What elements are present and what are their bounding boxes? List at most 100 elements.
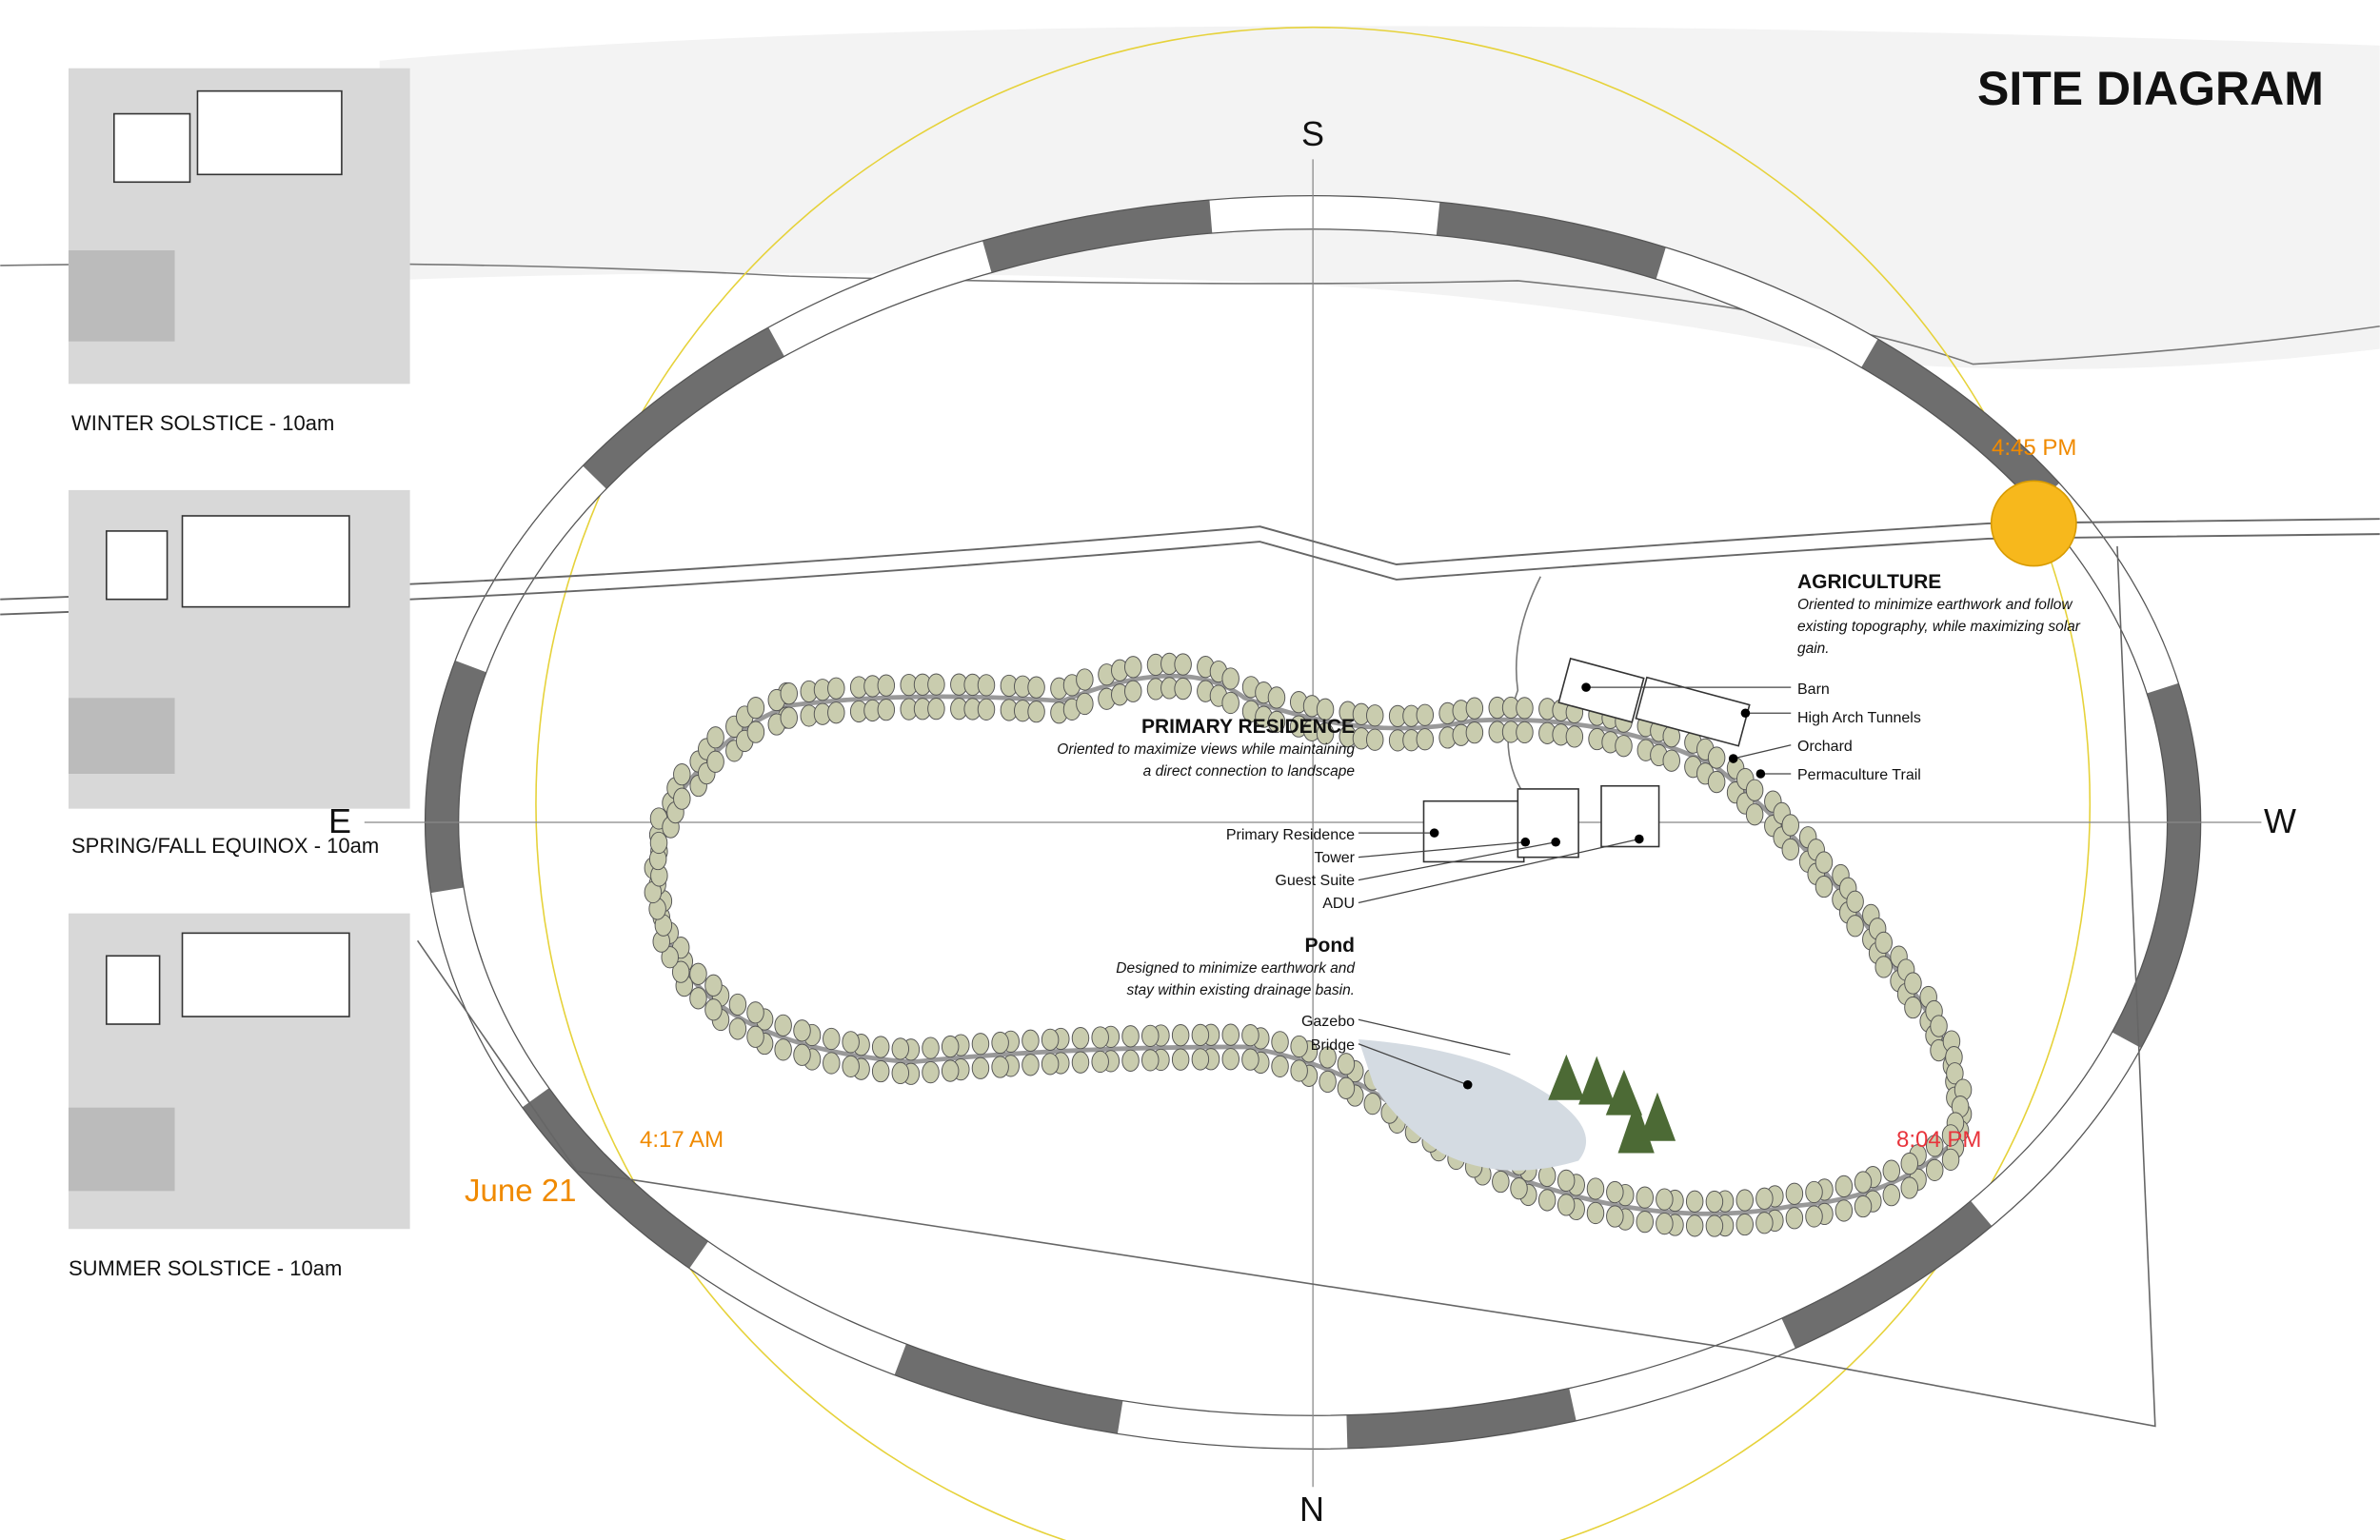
tree-icon xyxy=(1781,814,1800,837)
page-title: SITE DIAGRAM xyxy=(1977,62,2324,115)
tree-icon xyxy=(671,960,690,983)
tree-icon xyxy=(1121,1049,1140,1072)
tree-icon xyxy=(793,1043,811,1066)
tree-icon xyxy=(1124,656,1142,679)
agriculture-heading: AGRICULTURE xyxy=(1797,571,1942,593)
tree-icon xyxy=(1241,1024,1259,1047)
tree-icon xyxy=(1705,1214,1724,1237)
tree-icon xyxy=(891,1061,910,1085)
tree-icon xyxy=(704,998,723,1021)
tree-icon xyxy=(1241,1048,1259,1071)
tree-icon xyxy=(977,674,996,697)
tree-icon xyxy=(706,750,724,773)
label-orchard: Orchard xyxy=(1797,739,1853,755)
tree-icon xyxy=(1707,746,1726,769)
tree-icon xyxy=(1557,1169,1576,1193)
tree-icon xyxy=(649,831,668,855)
tree-icon xyxy=(827,701,845,724)
primary-heading: PRIMARY RESIDENCE xyxy=(1140,716,1355,738)
thumbnail-caption: SUMMER SOLSTICE - 10am xyxy=(69,1256,343,1280)
tree-icon xyxy=(877,699,896,721)
tree-icon xyxy=(991,1031,1009,1055)
tree-icon xyxy=(1854,1171,1873,1194)
pond xyxy=(1358,1038,1587,1171)
tree-icon xyxy=(877,674,896,697)
tree-icon xyxy=(1337,1076,1356,1099)
guest-suite-building xyxy=(1600,784,1660,848)
road-edge xyxy=(0,533,2380,616)
tree-icon xyxy=(971,1056,990,1079)
tree-icon xyxy=(774,1014,792,1037)
compass-east: E xyxy=(328,801,352,840)
tree-icon xyxy=(927,697,945,721)
tree-icon xyxy=(1041,1053,1060,1076)
tree-icon xyxy=(922,1060,940,1084)
tree-icon xyxy=(1267,686,1286,709)
label-high-arch-tunnels: High Arch Tunnels xyxy=(1797,710,1921,726)
tree-icon xyxy=(1785,1207,1804,1230)
tree-icon xyxy=(1781,838,1800,861)
tree-icon xyxy=(1319,1046,1337,1069)
tree-icon xyxy=(1416,703,1435,726)
tree-icon xyxy=(793,1019,811,1042)
tree-icon xyxy=(1076,668,1094,691)
tree-icon xyxy=(1900,1152,1919,1175)
tree-icon xyxy=(1586,1177,1605,1200)
tree-icon xyxy=(1755,1212,1774,1234)
tree-icon xyxy=(1874,931,1893,955)
tree-icon xyxy=(1290,1059,1308,1082)
solar-study-thumbnails xyxy=(68,68,410,1230)
tree-icon xyxy=(1141,1024,1160,1048)
tree-icon xyxy=(1606,1205,1624,1228)
road xyxy=(0,518,2380,601)
tree-icon xyxy=(1755,1187,1774,1210)
sun-icon xyxy=(1990,480,2077,567)
primary-desc: Oriented to maximize views while maintai… xyxy=(1057,741,1355,758)
tree-icon xyxy=(746,696,765,720)
tree-icon xyxy=(1874,956,1893,978)
tree-icon xyxy=(927,673,945,696)
tree-icon xyxy=(1854,1194,1873,1218)
tree-icon xyxy=(1337,1053,1356,1076)
barn-building xyxy=(1557,657,1645,723)
tree-icon xyxy=(1636,1210,1655,1234)
agriculture-desc: gain. xyxy=(1797,641,1830,657)
tree-icon xyxy=(1930,1015,1948,1037)
tree-icon xyxy=(1191,1023,1210,1047)
pond-labels: Gazebo Bridge xyxy=(1301,1010,1355,1057)
tree-icon xyxy=(823,1052,841,1075)
tree-icon xyxy=(728,1017,747,1040)
tree-icon xyxy=(1174,653,1192,676)
tree-icon xyxy=(941,1035,960,1058)
tree-icon xyxy=(991,1056,1009,1078)
tree-icon xyxy=(1925,1135,1944,1157)
tree-icon xyxy=(1027,701,1045,723)
tree-icon xyxy=(673,787,691,810)
tree-icon xyxy=(1805,1205,1823,1228)
tree-icon xyxy=(922,1037,940,1059)
tree-icon xyxy=(1900,1176,1919,1199)
tree-icon xyxy=(1835,1199,1854,1222)
tree-icon xyxy=(1516,721,1534,744)
tree-icon xyxy=(780,706,798,729)
tree-icon xyxy=(1091,1050,1109,1074)
tree-icon xyxy=(1557,1194,1576,1216)
tree-icon xyxy=(1882,1183,1901,1207)
tree-icon xyxy=(746,1001,764,1024)
tree-icon xyxy=(1685,1214,1704,1237)
tree-icon xyxy=(871,1059,890,1083)
tree-icon xyxy=(1705,1190,1724,1214)
tree-icon xyxy=(977,698,996,721)
evergreen-grove xyxy=(1548,1054,1676,1154)
tree-icon xyxy=(689,987,707,1010)
tree-icon xyxy=(1365,728,1384,751)
tree-icon xyxy=(827,677,845,700)
tree-icon xyxy=(1290,1035,1308,1058)
agriculture-desc: existing topography, while maximizing so… xyxy=(1797,619,2080,635)
tree-icon xyxy=(1121,1025,1140,1048)
tree-icon xyxy=(1071,1027,1090,1050)
tree-icon xyxy=(1510,1177,1528,1200)
tree-icon xyxy=(1882,1159,1901,1182)
